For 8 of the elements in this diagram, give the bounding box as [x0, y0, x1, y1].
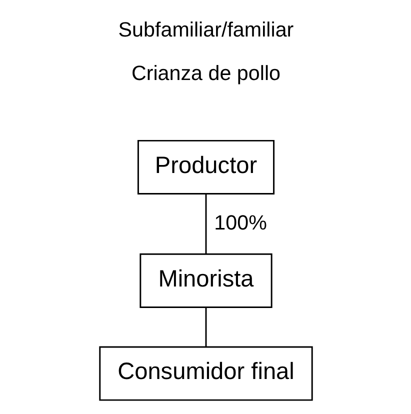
connector — [204, 194, 206, 254]
label: Crianza de pollo — [130, 62, 280, 85]
node-box: Minorista — [139, 253, 272, 308]
connector — [204, 308, 206, 347]
node-box: Consumidor final — [98, 346, 312, 401]
node-box: Productor — [136, 140, 274, 194]
diagram-title: Subfamiliar/familiar — [118, 18, 294, 42]
edge-label: 100% — [214, 211, 266, 234]
